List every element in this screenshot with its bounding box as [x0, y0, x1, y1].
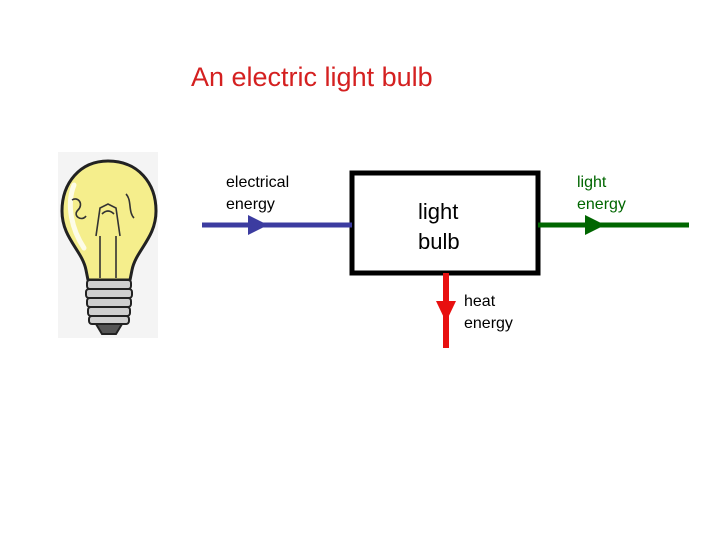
page-title: An electric light bulb: [191, 62, 433, 92]
light-bulb-icon: [58, 152, 158, 338]
light-energy-arrow: [538, 215, 689, 235]
heat-energy-arrow: [436, 273, 456, 348]
light-bulb-box-label: light bulb: [418, 199, 460, 254]
light-energy-label: light energy: [577, 174, 626, 213]
electrical-energy-label: electrical energy: [226, 174, 290, 213]
electrical-energy-arrow: [202, 215, 352, 235]
heat-energy-label: heat energy: [464, 293, 513, 332]
